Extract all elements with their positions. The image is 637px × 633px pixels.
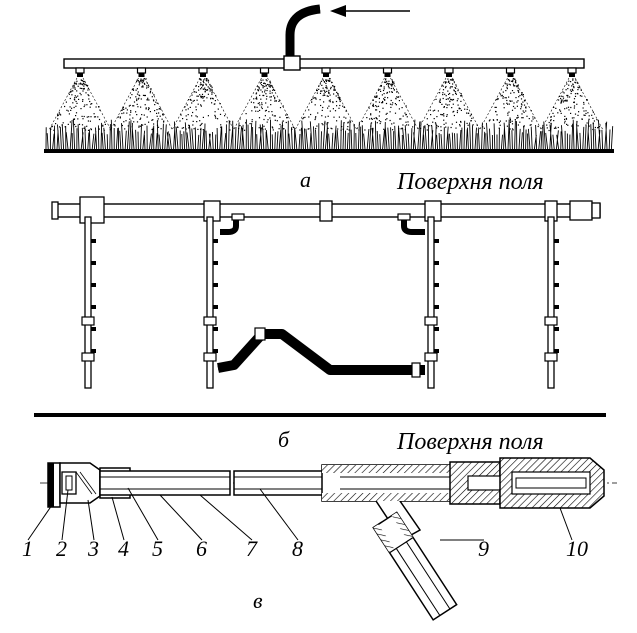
field-surface-line-b bbox=[34, 413, 606, 417]
spray-cone bbox=[111, 78, 173, 130]
drop-nozzle bbox=[91, 349, 96, 353]
drop-nozzle bbox=[434, 327, 439, 331]
spray-nozzle bbox=[49, 68, 111, 131]
drop-pipe bbox=[82, 217, 96, 388]
drop-nozzle bbox=[434, 349, 439, 353]
flow-arrow bbox=[330, 5, 410, 17]
part-number-label: 6 bbox=[196, 536, 207, 561]
panel-a-surface-label: Поверхня поля bbox=[396, 169, 544, 195]
drop-nozzle bbox=[554, 283, 559, 287]
drop-nozzle bbox=[91, 327, 96, 331]
spray-nozzle bbox=[357, 68, 419, 131]
crop-vegetation bbox=[46, 119, 613, 149]
drop-nozzle bbox=[554, 327, 559, 331]
spray-cone bbox=[357, 78, 419, 131]
drop-nozzle bbox=[91, 283, 96, 287]
part-number-label: 8 bbox=[292, 536, 303, 561]
drop-nozzle bbox=[213, 327, 218, 331]
drop-pipe bbox=[204, 217, 218, 388]
spray-nozzle bbox=[541, 68, 603, 131]
part-number-label: 10 bbox=[566, 536, 588, 561]
drop-nozzle bbox=[213, 283, 218, 287]
drop-pipe bbox=[425, 217, 439, 388]
panel-b: б Поверхня поля bbox=[34, 197, 606, 455]
spray-cone bbox=[295, 78, 357, 131]
panel-b-letter: б bbox=[278, 427, 290, 452]
spray-nozzle bbox=[234, 68, 296, 131]
spray-nozzle bbox=[111, 68, 173, 130]
drop-nozzle bbox=[91, 239, 96, 243]
field-surface-line-a bbox=[44, 149, 614, 153]
part-number-label: 1 bbox=[22, 536, 33, 561]
drop-nozzle bbox=[554, 261, 559, 265]
part-number-label: 3 bbox=[87, 536, 99, 561]
spray-cone bbox=[172, 78, 234, 131]
drop-nozzle bbox=[213, 239, 218, 243]
panel-b-surface-label: Поверхня поля bbox=[396, 429, 544, 455]
spray-nozzle bbox=[418, 68, 480, 131]
drop-nozzle bbox=[213, 305, 218, 309]
spray-cone bbox=[234, 78, 296, 131]
drop-nozzle bbox=[434, 283, 439, 287]
spray-cone bbox=[418, 78, 480, 131]
part-number-label: 4 bbox=[118, 536, 129, 561]
drop-nozzle bbox=[91, 305, 96, 309]
drop-nozzle bbox=[213, 261, 218, 265]
spray-nozzle bbox=[172, 68, 234, 131]
part-number-label: 2 bbox=[56, 536, 67, 561]
drop-nozzle bbox=[434, 239, 439, 243]
spray-cone bbox=[541, 78, 603, 131]
drop-nozzle bbox=[434, 261, 439, 265]
panel-v-letter: в bbox=[253, 588, 263, 613]
drop-nozzle bbox=[554, 239, 559, 243]
drop-nozzle bbox=[554, 305, 559, 309]
panel-a: a Поверхня поля bbox=[44, 5, 614, 195]
spray-nozzle bbox=[295, 68, 357, 131]
drop-nozzle bbox=[91, 261, 96, 265]
part-number-label: 9 bbox=[478, 536, 489, 561]
spray-cone bbox=[480, 78, 542, 130]
panel-a-letter: a bbox=[300, 167, 311, 192]
boom-pipe bbox=[64, 59, 584, 68]
part-number-label: 7 bbox=[246, 536, 258, 561]
drop-pipe bbox=[545, 217, 559, 388]
drop-nozzle bbox=[213, 349, 218, 353]
drop-nozzle bbox=[554, 349, 559, 353]
spray-nozzle bbox=[480, 68, 542, 130]
boom-coupling bbox=[284, 56, 300, 70]
drop-nozzle bbox=[434, 305, 439, 309]
part-number-label: 5 bbox=[152, 536, 163, 561]
